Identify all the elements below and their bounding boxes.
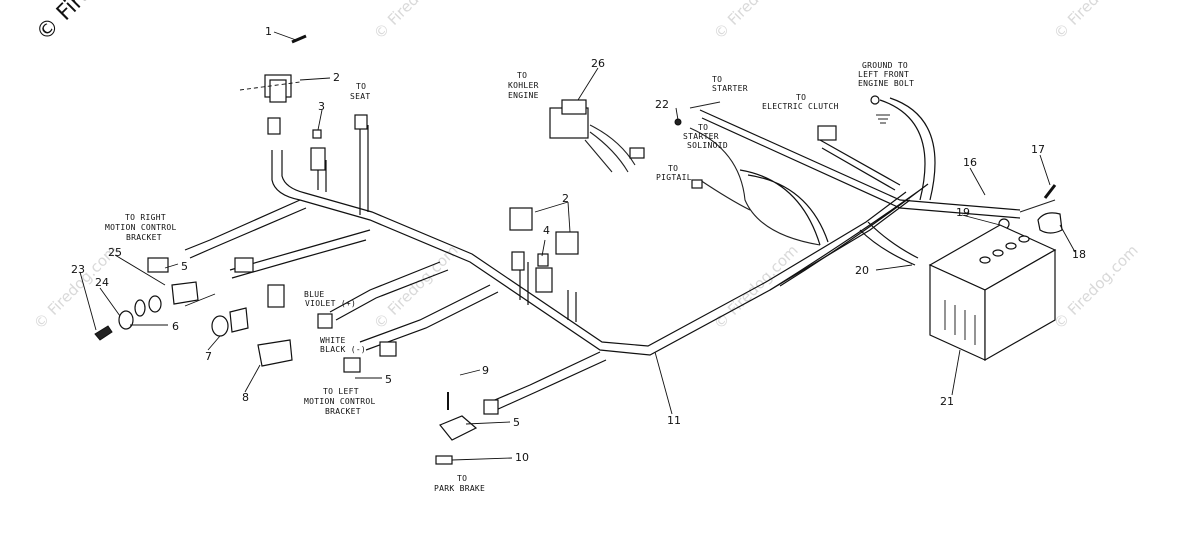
connector-3 bbox=[310, 147, 326, 171]
callout-18: 18 bbox=[1072, 248, 1086, 261]
hour-meter-7 bbox=[229, 307, 249, 333]
callout-3: 3 bbox=[318, 100, 325, 113]
callout-5a: 5 bbox=[181, 260, 188, 273]
relay-2-top-body bbox=[269, 79, 287, 103]
white-label: WHITE bbox=[320, 336, 346, 345]
callout-5b: 5 bbox=[385, 373, 392, 386]
callout-22: 22 bbox=[655, 98, 669, 111]
key-switch-6 bbox=[171, 281, 199, 305]
callout-16: 16 bbox=[963, 156, 977, 169]
callout-19: 19 bbox=[956, 206, 970, 219]
switch-8 bbox=[257, 339, 293, 367]
bezel-24 bbox=[118, 310, 134, 330]
callout-21: 21 bbox=[940, 395, 954, 408]
bolt-17 bbox=[1043, 184, 1057, 199]
blue-label: BLUE bbox=[304, 290, 324, 299]
leader-lines bbox=[79, 31, 1076, 461]
callout-5c: 5 bbox=[513, 416, 520, 429]
callout-24: 24 bbox=[95, 276, 109, 289]
callout-26: 26 bbox=[591, 57, 605, 70]
callout-20: 20 bbox=[855, 264, 869, 277]
black-label: BLACK (-) bbox=[320, 345, 366, 354]
callout-1: 1 bbox=[265, 25, 272, 38]
callout-6: 6 bbox=[172, 320, 179, 333]
watermark: © Firedog.com bbox=[710, 0, 802, 43]
main-harness bbox=[184, 97, 1021, 411]
screw-1 bbox=[291, 34, 307, 44]
callouts: 1 2 3 26 22 17 16 19 18 20 21 2 4 25 23 … bbox=[71, 25, 1086, 464]
watermark: © Firedog.com bbox=[1050, 0, 1142, 43]
violet-label: VIOLET (+) bbox=[305, 299, 356, 308]
callout-2: 2 bbox=[333, 71, 340, 84]
callout-17: 17 bbox=[1031, 143, 1045, 156]
callout-9: 9 bbox=[482, 364, 489, 377]
callout-11: 11 bbox=[667, 414, 681, 427]
battery-21 bbox=[928, 224, 1057, 362]
relay-2-mid bbox=[509, 207, 533, 231]
callout-4: 4 bbox=[543, 224, 550, 237]
callout-10: 10 bbox=[515, 451, 529, 464]
watermark: © Firedog.com bbox=[370, 0, 462, 43]
callout-2b: 2 bbox=[562, 192, 569, 205]
watermark: © Firedog.com bbox=[1050, 241, 1142, 333]
watermark: © Firedog.com bbox=[370, 241, 462, 333]
callout-8: 8 bbox=[242, 391, 249, 404]
bracket-10 bbox=[435, 455, 453, 465]
callout-25: 25 bbox=[108, 246, 122, 259]
parts bbox=[94, 34, 1063, 465]
fuse-4 bbox=[537, 253, 549, 267]
nut-25 bbox=[134, 299, 146, 317]
boot-18 bbox=[1037, 212, 1063, 234]
key-23 bbox=[94, 325, 113, 341]
callout-7: 7 bbox=[205, 350, 212, 363]
copyright-text: © Fire bbox=[32, 0, 98, 46]
callout-23: 23 bbox=[71, 263, 85, 276]
